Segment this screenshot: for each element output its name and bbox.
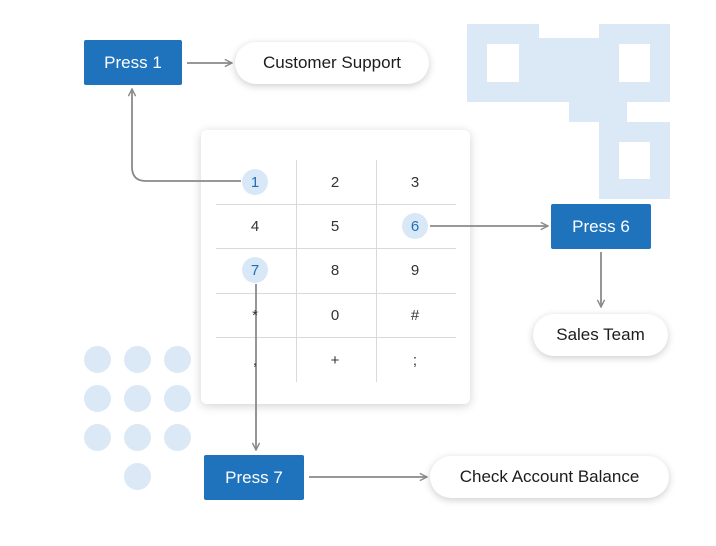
destination-check-account-balance[interactable]: Check Account Balance — [430, 456, 669, 498]
keypad-key-semicolon[interactable]: ; — [412, 351, 418, 369]
keypad-key-0[interactable]: 0 — [330, 306, 340, 324]
decorative-dot — [124, 463, 151, 490]
keypad-divider — [216, 337, 456, 338]
decorative-dot — [164, 385, 191, 412]
keypad-divider — [216, 248, 456, 249]
press-6-box[interactable]: Press 6 — [551, 204, 651, 249]
keypad-key-8[interactable]: 8 — [330, 261, 340, 279]
keypad-key-plus[interactable]: + — [330, 351, 340, 369]
keypad-key-hash[interactable]: # — [410, 306, 420, 324]
keypad-divider — [216, 204, 456, 205]
keypad-divider — [216, 293, 456, 294]
decorative-dot — [164, 424, 191, 451]
arrow-key1-to-press1 — [132, 89, 241, 182]
destination-customer-support[interactable]: Customer Support — [235, 42, 429, 84]
destination-sales-team[interactable]: Sales Team — [533, 314, 668, 356]
decorative-block-pattern — [467, 24, 670, 199]
keypad-divider — [376, 160, 377, 382]
decorative-dot — [124, 346, 151, 373]
decorative-dot — [164, 346, 191, 373]
keypad-key-6[interactable]: 6 — [375, 204, 455, 248]
decorative-dot — [124, 385, 151, 412]
press-1-box[interactable]: Press 1 — [84, 40, 182, 85]
keypad-divider — [296, 160, 297, 382]
decorative-dot — [84, 424, 111, 451]
keypad-key-3[interactable]: 3 — [410, 173, 420, 191]
keypad-key-2[interactable]: 2 — [330, 173, 340, 191]
keypad-key-comma[interactable]: , — [252, 351, 258, 369]
keypad-key-star[interactable]: * — [252, 306, 258, 324]
keypad-key-4[interactable]: 4 — [250, 217, 260, 235]
decorative-dot — [124, 424, 151, 451]
dial-keypad: 1 2 3 4 5 6 7 8 9 * 0 # , + ; — [201, 130, 470, 404]
decorative-dot — [84, 385, 111, 412]
press-7-box[interactable]: Press 7 — [204, 455, 304, 500]
keypad-key-7[interactable]: 7 — [215, 248, 295, 292]
keypad-key-5[interactable]: 5 — [330, 217, 340, 235]
keypad-key-1[interactable]: 1 — [215, 160, 295, 204]
keypad-key-9[interactable]: 9 — [410, 261, 420, 279]
decorative-dot — [84, 346, 111, 373]
